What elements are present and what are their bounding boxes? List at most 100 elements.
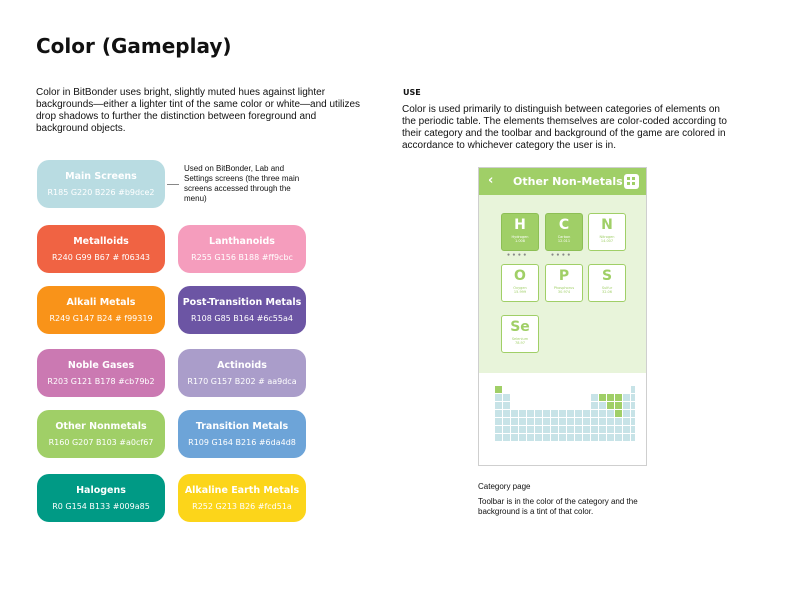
mini-table-cell[interactable] (607, 418, 614, 425)
mini-table-cell[interactable] (615, 434, 622, 441)
element-tile-c[interactable]: C Carbon 12.011 (545, 213, 583, 251)
mini-table-cell[interactable] (503, 402, 510, 409)
mini-table-cell[interactable] (527, 426, 534, 433)
mini-table-cell[interactable] (519, 434, 526, 441)
mini-table-cell[interactable] (567, 434, 574, 441)
mini-table-cell[interactable] (607, 426, 614, 433)
mini-table-cell[interactable] (631, 426, 635, 433)
mini-table-cell[interactable] (495, 386, 502, 393)
mini-table-cell[interactable] (615, 402, 622, 409)
mini-table-cell[interactable] (543, 410, 550, 417)
mini-table-cell[interactable] (623, 402, 630, 409)
mini-table-cell[interactable] (519, 426, 526, 433)
mini-table-cell[interactable] (535, 418, 542, 425)
mini-table-cell[interactable] (591, 426, 598, 433)
mini-table-cell[interactable] (599, 402, 606, 409)
mini-table-cell[interactable] (495, 394, 502, 401)
mini-table-cell[interactable] (495, 434, 502, 441)
mini-table-cell[interactable] (623, 394, 630, 401)
element-tile-se[interactable]: Se Selenium 78.97 (501, 315, 539, 353)
mini-table-cell[interactable] (607, 394, 614, 401)
mini-table-cell[interactable] (615, 410, 622, 417)
mini-table-cell[interactable] (615, 418, 622, 425)
mini-table-cell[interactable] (631, 402, 635, 409)
mini-table-cell[interactable] (511, 426, 518, 433)
mini-table-cell[interactable] (495, 410, 502, 417)
mini-table-cell[interactable] (623, 418, 630, 425)
mini-table-cell[interactable] (559, 418, 566, 425)
mini-periodic-table[interactable] (493, 384, 635, 460)
element-tile-s[interactable]: S Sulfur 32.06 (588, 264, 626, 302)
mini-table-cell[interactable] (535, 434, 542, 441)
mini-table-cell[interactable] (575, 426, 582, 433)
mini-table-cell[interactable] (623, 434, 630, 441)
grid-menu-icon[interactable] (624, 174, 639, 189)
mini-table-cell[interactable] (503, 394, 510, 401)
mini-table-cell[interactable] (527, 410, 534, 417)
mini-table-cell[interactable] (591, 418, 598, 425)
mini-table-cell[interactable] (495, 426, 502, 433)
element-tile-p[interactable]: P Phosphorus 30.974 (545, 264, 583, 302)
mini-table-cell[interactable] (615, 426, 622, 433)
mini-table-cell[interactable] (591, 410, 598, 417)
mini-table-cell[interactable] (583, 410, 590, 417)
mini-table-cell[interactable] (519, 418, 526, 425)
mini-table-cell[interactable] (527, 418, 534, 425)
element-tile-o[interactable]: O Oxygen 15.999 (501, 264, 539, 302)
mini-table-cell[interactable] (495, 402, 502, 409)
mini-table-cell[interactable] (559, 434, 566, 441)
mini-table-cell[interactable] (615, 394, 622, 401)
mini-table-cell[interactable] (511, 418, 518, 425)
mini-table-cell[interactable] (543, 426, 550, 433)
mini-table-cell[interactable] (607, 410, 614, 417)
mini-table-cell[interactable] (583, 418, 590, 425)
mini-table-cell[interactable] (551, 426, 558, 433)
mini-table-cell[interactable] (503, 410, 510, 417)
mini-table-cell[interactable] (599, 410, 606, 417)
mini-table-cell[interactable] (511, 410, 518, 417)
mini-table-cell[interactable] (551, 410, 558, 417)
mini-table-cell[interactable] (519, 410, 526, 417)
mini-table-cell[interactable] (591, 434, 598, 441)
mini-table-cell[interactable] (495, 418, 502, 425)
mini-table-cell[interactable] (591, 402, 598, 409)
mini-table-cell[interactable] (599, 394, 606, 401)
mini-table-cell[interactable] (631, 394, 635, 401)
mini-table-cell[interactable] (567, 426, 574, 433)
mini-table-cell[interactable] (591, 394, 598, 401)
mini-table-cell[interactable] (623, 426, 630, 433)
mini-table-cell[interactable] (543, 434, 550, 441)
mini-table-cell[interactable] (607, 434, 614, 441)
mini-table-cell[interactable] (631, 418, 635, 425)
mini-table-cell[interactable] (631, 434, 635, 441)
mini-table-cell[interactable] (527, 434, 534, 441)
mini-table-cell[interactable] (631, 386, 635, 393)
mini-table-cell[interactable] (599, 418, 606, 425)
mini-table-cell[interactable] (607, 402, 614, 409)
mini-table-cell[interactable] (583, 434, 590, 441)
mini-table-cell[interactable] (559, 426, 566, 433)
mini-table-cell[interactable] (559, 410, 566, 417)
mini-table-cell[interactable] (511, 434, 518, 441)
element-tile-h[interactable]: H Hydrogen 1.008 (501, 213, 539, 251)
mini-table-cell[interactable] (567, 410, 574, 417)
mini-table-cell[interactable] (543, 418, 550, 425)
mini-table-cell[interactable] (599, 426, 606, 433)
mini-table-cell[interactable] (503, 434, 510, 441)
mini-table-cell[interactable] (551, 434, 558, 441)
mini-table-cell[interactable] (575, 434, 582, 441)
mini-table-cell[interactable] (599, 434, 606, 441)
mini-table-cell[interactable] (535, 410, 542, 417)
mini-table-cell[interactable] (631, 410, 635, 417)
element-tile-n[interactable]: N Nitrogen 14.007 (588, 213, 626, 251)
mini-table-cell[interactable] (575, 418, 582, 425)
mini-table-cell[interactable] (623, 410, 630, 417)
mini-table-cell[interactable] (551, 418, 558, 425)
mini-table-cell[interactable] (583, 426, 590, 433)
mini-table-cell[interactable] (503, 418, 510, 425)
mini-table-cell[interactable] (575, 410, 582, 417)
mini-table-cell[interactable] (567, 418, 574, 425)
mini-table-cell[interactable] (503, 426, 510, 433)
mini-table-cell[interactable] (535, 426, 542, 433)
chevron-left-icon[interactable]: ‹ (488, 173, 494, 188)
